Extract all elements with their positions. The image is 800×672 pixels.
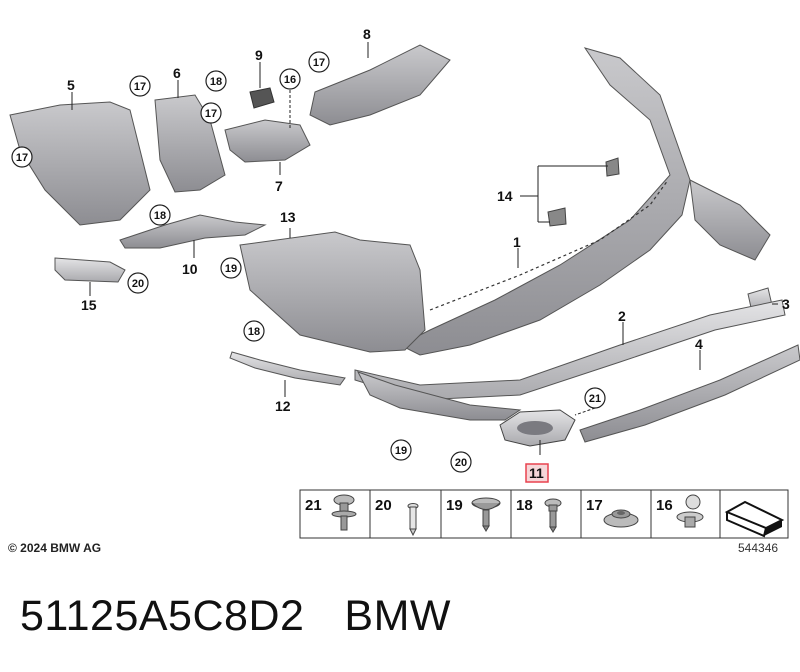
svg-text:17: 17 bbox=[134, 81, 146, 93]
svg-text:18: 18 bbox=[154, 210, 166, 222]
svg-text:18: 18 bbox=[210, 76, 222, 88]
diffuser-part bbox=[356, 371, 522, 421]
svg-text:16: 16 bbox=[284, 74, 296, 86]
callout-7: 7 bbox=[275, 178, 283, 194]
svg-text:19: 19 bbox=[395, 445, 407, 457]
bumper-cover-part bbox=[398, 47, 691, 356]
svg-text:18: 18 bbox=[248, 326, 260, 338]
svg-text:19: 19 bbox=[225, 263, 237, 275]
circled-ref-20a: 20 bbox=[127, 272, 149, 294]
highlight-box-11[interactable] bbox=[525, 463, 549, 483]
legend-label-16: 16 bbox=[656, 497, 673, 514]
callout-10: 10 bbox=[182, 261, 198, 277]
callout-2: 2 bbox=[618, 308, 626, 324]
bracket-8-part bbox=[309, 44, 451, 126]
circled-ref-19b: 19 bbox=[390, 439, 412, 461]
svg-text:17: 17 bbox=[205, 108, 217, 120]
part-number: 51125A5C8D2 bbox=[20, 592, 305, 640]
plastic-clip-icon bbox=[676, 494, 704, 528]
flange-nut-icon bbox=[603, 509, 639, 528]
leader-lines bbox=[71, 42, 778, 455]
circled-ref-17c: 17 bbox=[200, 102, 222, 124]
bracket-10-part bbox=[119, 214, 267, 249]
clip-9-part bbox=[249, 87, 275, 109]
circled-ref-16: 16 bbox=[279, 68, 301, 90]
pan-head-screw-icon bbox=[471, 497, 501, 532]
circled-ref-21: 21 bbox=[584, 387, 606, 409]
callout-11[interactable]: 11 bbox=[529, 465, 544, 481]
svg-text:20: 20 bbox=[132, 278, 144, 290]
exhaust-trim-opening bbox=[517, 421, 553, 435]
circled-ref-17b: 17 bbox=[129, 75, 151, 97]
bracket-14b-part bbox=[605, 157, 620, 177]
expanding-rivet-icon bbox=[407, 503, 419, 537]
part-number-line: 51125A5C8D2 BMW bbox=[20, 592, 451, 641]
circled-ref-17a: 17 bbox=[308, 51, 330, 73]
parts-diagram: 1 2 3 4 5 6 7 8 9 10 11 12 13 14 15 16 1… bbox=[9, 26, 800, 539]
legend-label-17: 17 bbox=[586, 497, 603, 514]
legend-label-20: 20 bbox=[375, 497, 392, 514]
bracket-14-part bbox=[547, 207, 567, 227]
callout-5: 5 bbox=[67, 77, 75, 93]
svg-text:20: 20 bbox=[455, 457, 467, 469]
trim-strip-12-part bbox=[229, 351, 346, 386]
flange-bolt-icon bbox=[331, 494, 357, 531]
legend-label-18: 18 bbox=[516, 497, 533, 514]
callout-1: 1 bbox=[513, 234, 521, 250]
callout-6: 6 bbox=[173, 65, 181, 81]
callout-14: 14 bbox=[497, 188, 513, 204]
assembly-shape-icon bbox=[724, 500, 785, 538]
fastener-legend: 21 20 19 18 17 16 bbox=[299, 489, 789, 539]
circled-ref-17d: 17 bbox=[11, 146, 33, 168]
copyright-notice: © 2024 BMW AG bbox=[8, 541, 102, 555]
side-cover-part bbox=[239, 231, 426, 353]
bracket-5-part bbox=[9, 101, 151, 226]
bracket-7-part bbox=[224, 119, 311, 163]
side-panel-part bbox=[689, 179, 771, 261]
circled-ref-20b: 20 bbox=[450, 451, 472, 473]
svg-text:21: 21 bbox=[589, 393, 601, 405]
circled-ref-19a: 19 bbox=[220, 257, 242, 279]
legend-label-19: 19 bbox=[446, 497, 463, 514]
screw-icon bbox=[544, 498, 562, 533]
diagram-id: 544346 bbox=[738, 541, 779, 555]
callout-3: 3 bbox=[782, 296, 790, 312]
circled-ref-18c: 18 bbox=[243, 320, 265, 342]
callout-12: 12 bbox=[275, 398, 291, 414]
callout-4: 4 bbox=[695, 336, 703, 352]
brand-name: BMW bbox=[344, 592, 452, 640]
svg-text:17: 17 bbox=[16, 152, 28, 164]
reflector-15-part bbox=[54, 257, 126, 283]
callout-8: 8 bbox=[363, 26, 371, 42]
circled-ref-18a: 18 bbox=[205, 70, 227, 92]
callout-9: 9 bbox=[255, 47, 263, 63]
callout-13: 13 bbox=[280, 209, 296, 225]
trim-strip-4-part bbox=[579, 344, 800, 443]
svg-text:17: 17 bbox=[313, 57, 325, 69]
callout-15: 15 bbox=[81, 297, 97, 313]
legend-label-21: 21 bbox=[305, 497, 322, 514]
circled-ref-18b: 18 bbox=[149, 204, 171, 226]
